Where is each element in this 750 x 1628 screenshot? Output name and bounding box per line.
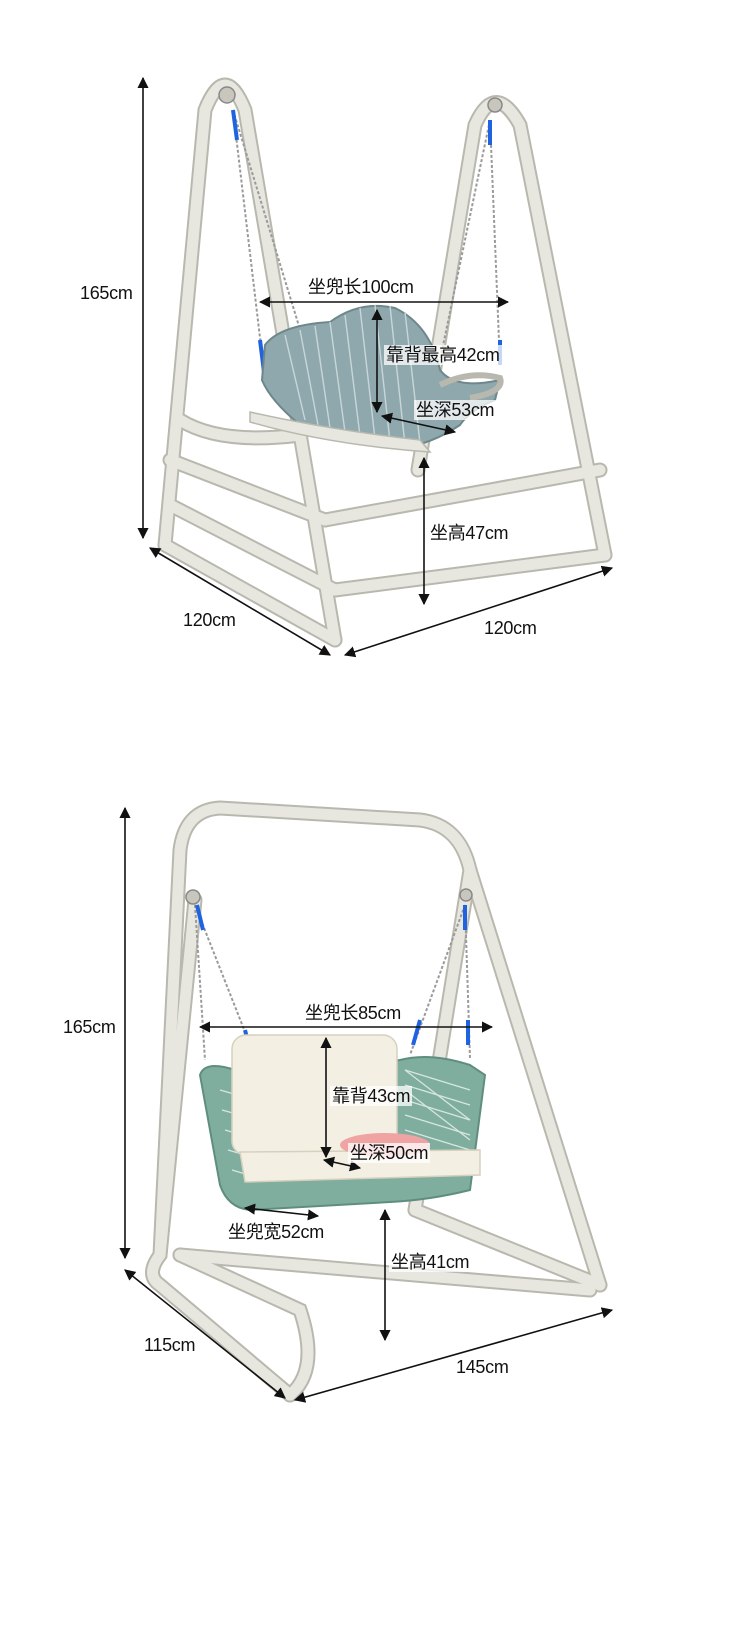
seat-height-label: 坐高47cm	[428, 523, 511, 543]
seat-height-label: 坐高41cm	[389, 1252, 472, 1272]
bottom-swing-diagram: 165cm 坐兜长85cm 靠背43cm 坐深50cm 坐兜宽52cm 坐高41…	[0, 790, 750, 1550]
base-depth-label: 115cm	[144, 1335, 196, 1355]
dimension-lines	[137, 76, 614, 658]
base-width-label: 145cm	[456, 1357, 509, 1377]
back-height-label: 靠背最高42cm	[384, 345, 502, 365]
seat-width-label: 坐兜宽52cm	[226, 1222, 326, 1242]
seat-length-label: 坐兜长85cm	[303, 1003, 403, 1023]
hanging-ropes	[231, 109, 502, 396]
base-depth-label: 120cm	[183, 610, 236, 630]
back-height-label: 靠背43cm	[330, 1086, 413, 1106]
rope-seat	[198, 1034, 487, 1212]
seat-length-label: 坐兜长100cm	[306, 277, 416, 297]
seat-depth-label: 坐深50cm	[348, 1143, 431, 1163]
top-swing-diagram: 165cm 坐兜长100cm 靠背最高42cm 坐深53cm 坐高47cm 12…	[0, 0, 750, 700]
seat-depth-label: 坐深53cm	[414, 400, 497, 420]
dimension-lines	[119, 806, 614, 1403]
height-label: 165cm	[63, 1017, 116, 1037]
top-swing-illustration	[137, 76, 614, 658]
height-label: 165cm	[80, 283, 133, 303]
base-width-label: 120cm	[484, 618, 537, 638]
bottom-swing-illustration	[119, 800, 614, 1403]
